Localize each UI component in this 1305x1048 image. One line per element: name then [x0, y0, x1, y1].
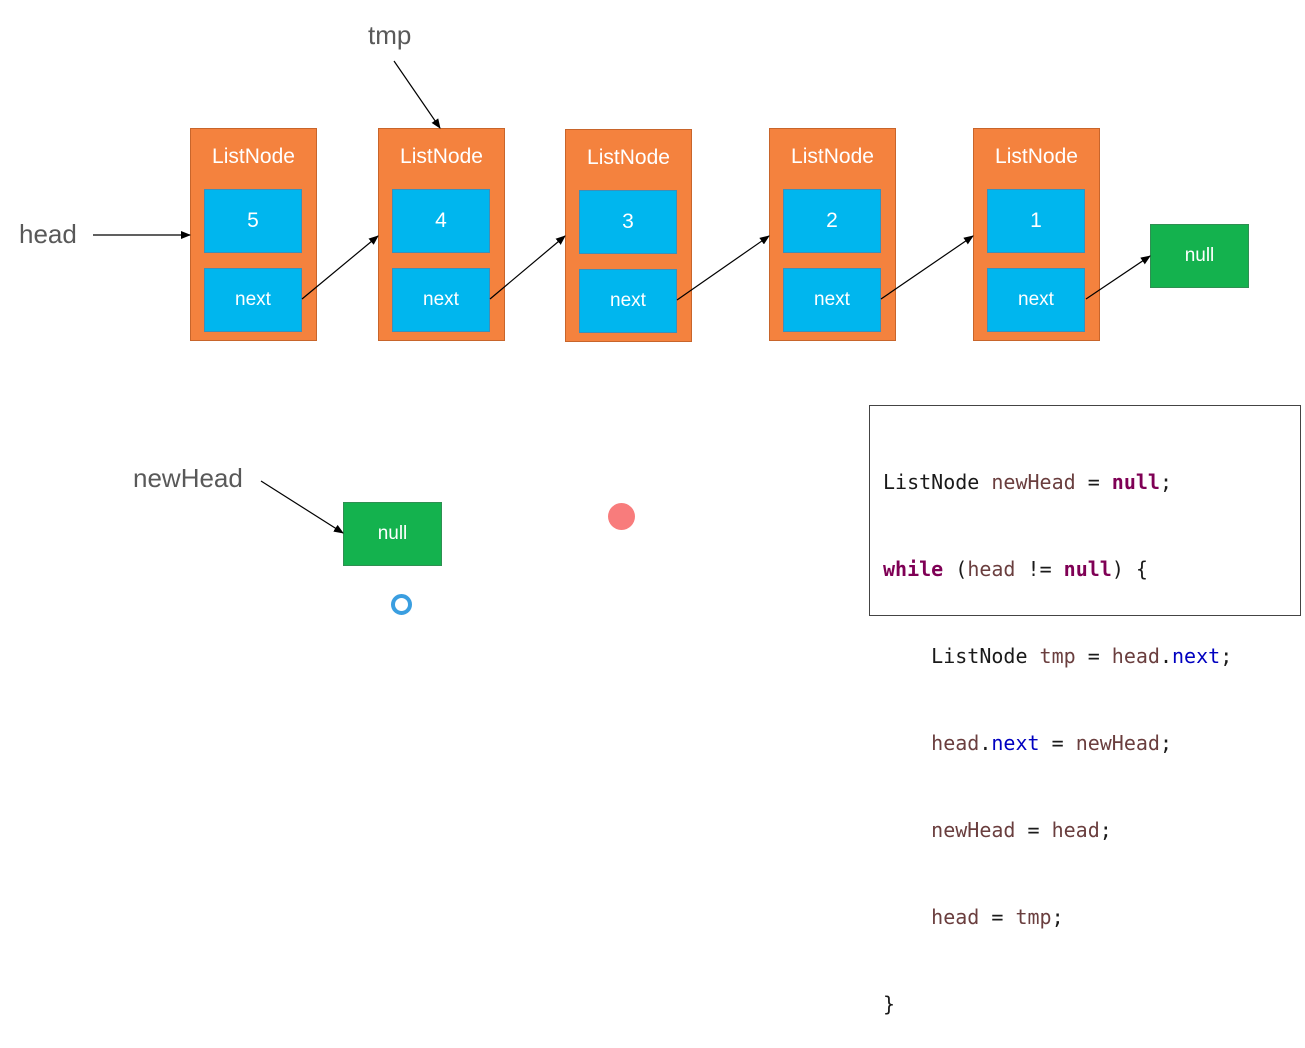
list-node-4: ListNode 4 next — [378, 128, 505, 341]
node-value: 1 — [987, 189, 1085, 253]
next-arrow-2-1 — [880, 235, 974, 300]
code-line: while (head != null) { — [883, 555, 1300, 584]
code-token: next — [991, 731, 1040, 755]
code-token: = — [1075, 644, 1112, 668]
code-token — [883, 731, 931, 755]
new-head-label: newHead — [133, 463, 243, 493]
next-arrow-3-2 — [676, 235, 770, 301]
code-token: ; — [1159, 470, 1173, 494]
code-token: . — [1159, 644, 1173, 668]
next-arrow-4-3 — [489, 235, 566, 300]
code-token: = — [1015, 818, 1052, 842]
next-arrow-1-null — [1085, 255, 1151, 300]
code-line: head = tmp; — [883, 903, 1300, 932]
code-line: newHead = head; — [883, 816, 1300, 845]
node-next: next — [204, 268, 302, 332]
code-line: } — [883, 990, 1300, 1019]
code-token: head — [1111, 644, 1160, 668]
code-token: tmp — [1039, 644, 1076, 668]
tmp-label: tmp — [368, 20, 412, 50]
node-title: ListNode — [212, 145, 295, 168]
list-node-1: ListNode 1 next — [973, 128, 1100, 341]
code-token: } — [883, 992, 896, 1016]
node-next: next — [579, 269, 677, 333]
tmp-arrow — [393, 60, 441, 129]
code-token: ListNode — [883, 470, 992, 494]
code-token: . — [979, 731, 992, 755]
pointer-dot — [608, 503, 635, 530]
code-token: null — [1111, 470, 1160, 494]
code-token: ; — [1220, 644, 1233, 668]
code-block: ListNode newHead = null; while (head != … — [869, 405, 1301, 1016]
code-line: ListNode tmp = head.next; — [883, 642, 1300, 671]
code-token: newHead — [931, 818, 1016, 842]
node-value: 5 — [204, 189, 302, 253]
code-token: head — [967, 557, 1016, 581]
code-token: ; — [1159, 731, 1173, 755]
node-title: ListNode — [791, 145, 874, 168]
node-title: ListNode — [400, 145, 483, 168]
node-next: next — [783, 268, 881, 332]
code-token: newHead — [991, 470, 1076, 494]
code-token — [883, 818, 931, 842]
node-value: 4 — [392, 189, 490, 253]
code-token: ; — [1051, 905, 1064, 929]
code-token: head — [1051, 818, 1100, 842]
null-end-box: null — [1150, 224, 1249, 288]
code-token: ) { — [1111, 557, 1148, 581]
null-new-head-box: null — [343, 502, 442, 566]
code-token: null — [1063, 557, 1112, 581]
code-token: newHead — [1075, 731, 1160, 755]
cursor-ring-icon — [391, 594, 412, 615]
code-token: head — [931, 731, 980, 755]
code-token: != — [1015, 557, 1064, 581]
node-value: 3 — [579, 190, 677, 254]
code-token: while — [883, 557, 944, 581]
list-node-3: ListNode 3 next — [565, 129, 692, 342]
code-token: = — [1039, 731, 1076, 755]
new-head-arrow — [260, 480, 344, 534]
node-value: 2 — [783, 189, 881, 253]
node-next: next — [392, 268, 490, 332]
code-token: ; — [1099, 818, 1112, 842]
list-node-5: ListNode 5 next — [190, 128, 317, 341]
code-token: = — [1075, 470, 1112, 494]
node-title: ListNode — [995, 145, 1078, 168]
code-token: head — [931, 905, 980, 929]
next-arrow-5-4 — [301, 235, 379, 300]
node-title: ListNode — [587, 146, 670, 169]
list-node-2: ListNode 2 next — [769, 128, 896, 341]
code-line: head.next = newHead; — [883, 729, 1300, 758]
code-token: ListNode — [883, 644, 1040, 668]
head-label: head — [19, 219, 77, 249]
code-line: ListNode newHead = null; — [883, 468, 1300, 497]
code-token: tmp — [1015, 905, 1052, 929]
code-token: ( — [943, 557, 968, 581]
pointer-arrows — [93, 60, 1151, 534]
code-token: next — [1172, 644, 1221, 668]
code-token: = — [979, 905, 1016, 929]
code-token — [883, 905, 931, 929]
node-next: next — [987, 268, 1085, 332]
